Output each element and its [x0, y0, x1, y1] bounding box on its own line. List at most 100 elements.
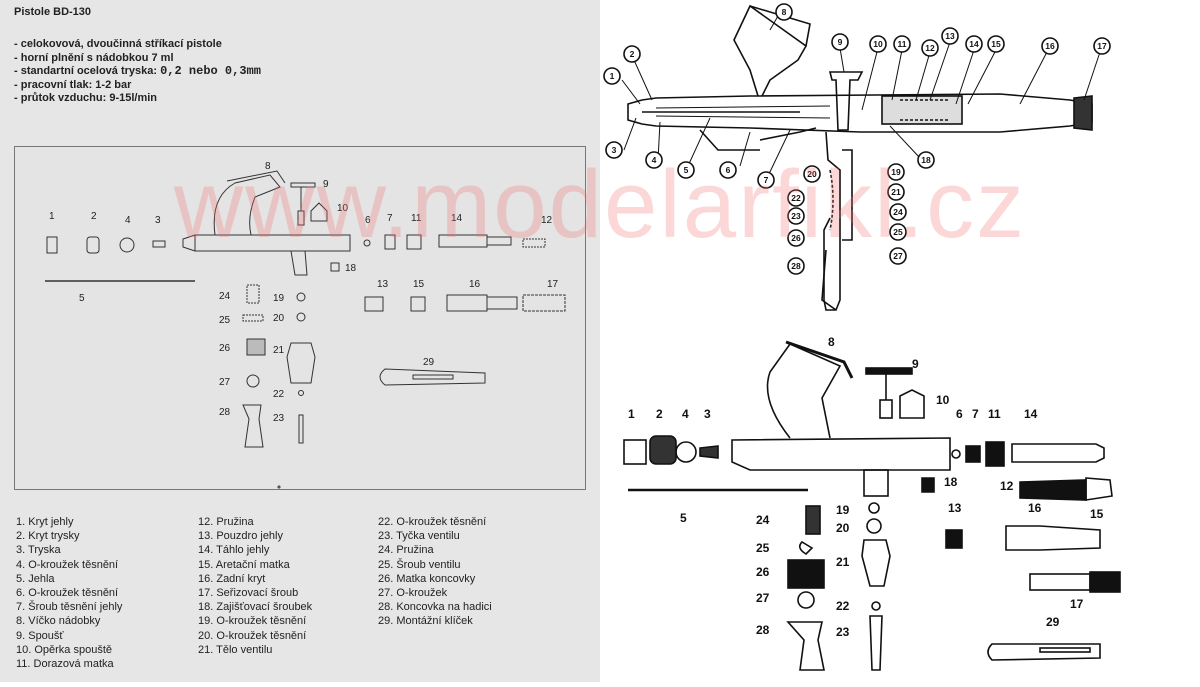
label-6: 6 [956, 407, 963, 421]
label-23: 23 [836, 625, 850, 639]
parts-legend-col-3: 22. O-kroužek těsnění 23. Tyčka ventilu … [378, 515, 492, 629]
nozzle-size-value: 0,2 nebo 0,3mm [160, 64, 261, 78]
label-25: 25 [756, 541, 770, 555]
label-17: 17 [1070, 597, 1084, 611]
legend-item: 14. Táhlo jehly [198, 544, 270, 557]
label-23: 23 [273, 413, 285, 424]
label-4: 4 [125, 215, 131, 226]
label-15: 15 [991, 39, 1001, 49]
label-27: 27 [219, 377, 231, 388]
label-25: 25 [219, 315, 231, 326]
label-2: 2 [630, 49, 635, 59]
label-5: 5 [680, 511, 687, 525]
label-24: 24 [756, 513, 770, 527]
label-5: 5 [684, 165, 689, 175]
label-16: 16 [1045, 41, 1055, 51]
exploded-view-large [623, 340, 1121, 671]
label-21: 21 [273, 345, 285, 356]
label-26: 26 [219, 343, 231, 354]
label-11: 11 [988, 407, 1001, 421]
label-11: 11 [898, 39, 907, 49]
label-6: 6 [365, 215, 371, 226]
legend-item: 5. Jehla [16, 572, 55, 585]
spec-line: - celokovová, dvoučinná stříkací pistole [14, 38, 222, 50]
label-6: 6 [726, 165, 731, 175]
label-3: 3 [155, 215, 161, 226]
label-19: 19 [836, 503, 850, 517]
label-13: 13 [377, 279, 389, 290]
label-8: 8 [782, 7, 787, 17]
legend-item: 21. Tělo ventilu [198, 643, 273, 656]
legend-item: 24. Pružina [378, 544, 434, 557]
label-13: 13 [945, 31, 955, 41]
legend-item: 9. Spoušť [16, 629, 64, 642]
label-14: 14 [451, 213, 463, 224]
label-28: 28 [756, 623, 770, 637]
label-26: 26 [756, 565, 770, 579]
label-16: 16 [1028, 501, 1042, 515]
label-28: 28 [219, 407, 231, 418]
label-16: 16 [469, 279, 481, 290]
detail-diagrams: 1 2 3 4 5 6 7 8 9 10 11 12 13 14 15 16 1… [600, 0, 1200, 682]
assembled-cross-section [627, 4, 1093, 311]
legend-item: 28. Koncovka na hadici [378, 601, 492, 614]
legend-item: 26. Matka koncovky [378, 572, 476, 585]
label-19: 19 [891, 167, 901, 177]
label-10: 10 [936, 393, 950, 407]
legend-item: 2. Kryt trysky [16, 530, 80, 543]
exploded-view-labels: 8 9 10 1 2 4 3 6 7 11 14 18 12 15 5 13 1… [628, 335, 1104, 639]
label-2: 2 [656, 407, 663, 421]
parts-legend-col-2: 12. Pružina 13. Pouzdro jehly 14. Táhlo … [198, 515, 312, 657]
label-4: 4 [682, 407, 689, 421]
label-15: 15 [413, 279, 425, 290]
label-12: 12 [925, 43, 935, 53]
label-13: 13 [948, 501, 962, 515]
spec-sheet: Pistole BD-130 - celokovová, dvoučinná s… [0, 0, 600, 682]
spec-line: - horní plnění s nádobkou 7 ml [14, 51, 174, 64]
label-14: 14 [969, 39, 979, 49]
label-20: 20 [807, 169, 817, 179]
legend-item: 22. O-kroužek těsnění [378, 516, 487, 528]
label-18: 18 [921, 155, 931, 165]
legend-item: 12. Pružina [198, 516, 254, 528]
label-3: 3 [704, 407, 711, 421]
label-21: 21 [836, 555, 850, 569]
label-9: 9 [838, 37, 843, 47]
label-1: 1 [610, 71, 615, 81]
legend-item: 7. Šroub těsnění jehly [16, 601, 123, 614]
legend-item: 20. O-kroužek těsnění [198, 629, 307, 642]
label-12: 12 [1000, 479, 1014, 493]
label-28: 28 [791, 261, 801, 271]
label-7: 7 [972, 407, 979, 421]
legend-item: 18. Zajišťovací šroubek [198, 601, 313, 614]
legend-item: 4. O-kroužek těsnění [16, 558, 119, 571]
legend-item: 11. Dorazová matka [16, 658, 114, 671]
spec-line: - průtok vzduchu: 9-15l/min [14, 92, 158, 104]
legend-item: 1. Kryt jehly [16, 516, 74, 528]
label-5: 5 [79, 293, 85, 304]
label-1: 1 [49, 211, 55, 222]
label-17: 17 [1097, 41, 1107, 51]
label-24: 24 [893, 207, 903, 217]
label-19: 19 [273, 293, 285, 304]
legend-item: 16. Zadní kryt [198, 572, 266, 585]
label-18: 18 [345, 263, 357, 274]
label-26: 26 [791, 233, 801, 243]
label-2: 2 [91, 211, 97, 222]
label-7: 7 [764, 175, 769, 185]
legend-item: 10. Opěrka spouště [16, 643, 113, 656]
label-10: 10 [337, 203, 349, 214]
legend-item: 23. Tyčka ventilu [378, 530, 460, 543]
label-8: 8 [265, 161, 271, 172]
legend-item: 8. Víčko nádobky [16, 615, 101, 628]
legend-item: 29. Montážní klíček [378, 615, 473, 628]
label-8: 8 [828, 335, 835, 349]
spec-list: - celokovová, dvoučinná stříkací pistole… [14, 38, 261, 106]
label-14: 14 [1024, 407, 1038, 421]
label-9: 9 [912, 357, 919, 371]
label-10: 10 [873, 39, 883, 49]
legend-item: 3. Tryska [16, 544, 61, 557]
label-22: 22 [273, 389, 285, 400]
legend-item: 13. Pouzdro jehly [198, 530, 283, 543]
label-7: 7 [387, 213, 393, 224]
